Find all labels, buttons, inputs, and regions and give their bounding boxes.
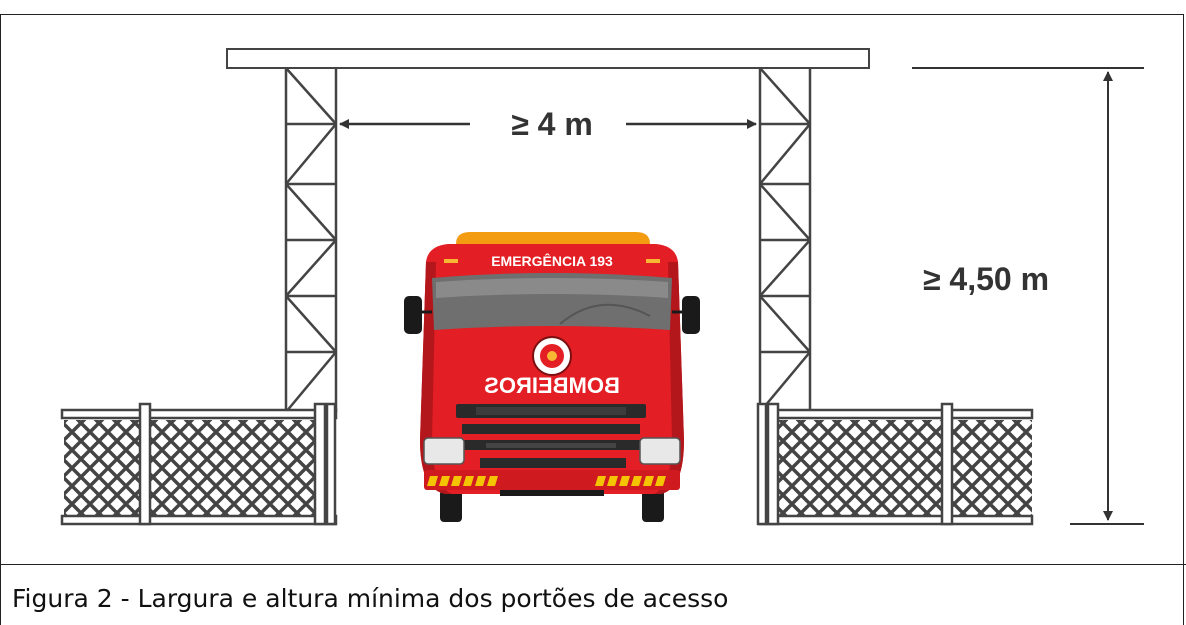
- truck-light-bar: [456, 232, 650, 244]
- truck-right-headlight: [639, 437, 681, 465]
- truck-left-headlight: [423, 437, 465, 465]
- truck-left-wheel: [440, 490, 462, 522]
- top-beam: [226, 48, 870, 69]
- gate-diagram: ≥ 4 m ≥ 4,50 m EM: [60, 48, 1144, 526]
- height-dimension: ≥ 4,50 m: [912, 67, 1144, 525]
- width-dimension: ≥ 4 m: [339, 106, 757, 142]
- truck-header-text: EMERGÊNCIA 193: [491, 252, 613, 269]
- truck-reflective-stripes: [427, 476, 666, 486]
- height-label: ≥ 4,50 m: [923, 261, 1049, 297]
- figure-caption: Figura 2 - Largura e altura mínima dos p…: [12, 584, 729, 613]
- left-truss-tower: [284, 67, 338, 413]
- left-fence: [60, 402, 338, 526]
- fire-truck: EMERGÊNCIA 193 BOMBEIROS: [404, 232, 700, 522]
- right-fence: [756, 402, 1034, 526]
- truck-right-mirror: [682, 296, 700, 334]
- truck-left-mirror: [404, 296, 422, 334]
- figure-frame: [0, 14, 1184, 625]
- truck-bumper: [424, 470, 680, 490]
- truck-right-wheel: [642, 490, 664, 522]
- caption-divider: [0, 564, 1186, 565]
- truck-hood-text: BOMBEIROS: [484, 373, 620, 398]
- width-label: ≥ 4 m: [511, 106, 593, 142]
- right-truss-tower: [758, 67, 812, 413]
